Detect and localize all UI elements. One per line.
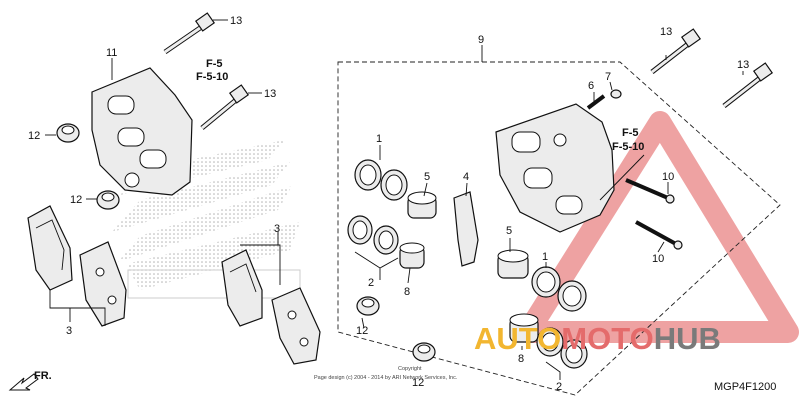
ref-f5: F-5 bbox=[206, 58, 223, 70]
brake-pad-mid-b bbox=[271, 287, 321, 365]
bolt-13-upper-right bbox=[650, 28, 702, 74]
pin-10-upper bbox=[625, 178, 675, 204]
seal-set-1 bbox=[354, 159, 408, 201]
callout-10: 10 bbox=[662, 171, 674, 183]
bleeder-cap-7 bbox=[610, 89, 622, 99]
front-direction-arrow: FR. bbox=[8, 370, 52, 391]
callout-12: 12 bbox=[70, 194, 82, 206]
callout-11: 11 bbox=[106, 47, 117, 59]
copyright-notice: Page design (c) 2004 - 2014 by ARI Netwo… bbox=[314, 375, 458, 381]
brake-pad-mid-a bbox=[221, 249, 263, 327]
right-caliper-body bbox=[495, 103, 615, 233]
callout-1: 1 bbox=[376, 133, 382, 145]
callout-3: 3 bbox=[66, 325, 72, 337]
piston-8-right bbox=[509, 313, 539, 343]
callout-12: 12 bbox=[356, 325, 368, 337]
ref-f5-10: F-5-10 bbox=[612, 141, 644, 153]
callout-4: 4 bbox=[463, 171, 469, 183]
callout-13: 13 bbox=[737, 59, 749, 71]
copyright-title: Copyright bbox=[398, 366, 422, 372]
left-caliper-body bbox=[91, 67, 193, 196]
callout-6: 6 bbox=[588, 80, 594, 92]
bolt-13-mid-left bbox=[200, 84, 250, 130]
callout-12: 12 bbox=[28, 130, 40, 142]
brake-pad-left-a bbox=[27, 205, 73, 291]
cap-12-center bbox=[356, 296, 380, 316]
bolt-13-upper-left bbox=[163, 12, 216, 55]
pin-10-lower bbox=[635, 220, 683, 250]
callout-5: 5 bbox=[424, 171, 430, 183]
seal-set-1-right bbox=[531, 266, 587, 312]
diagram-code: MGP4F1200 bbox=[714, 381, 776, 393]
bolt-13-right bbox=[722, 62, 774, 108]
callout-12: 12 bbox=[412, 377, 424, 389]
leader-lines bbox=[45, 19, 744, 350]
callout-10: 10 bbox=[652, 253, 664, 265]
cap-12-bottom bbox=[412, 342, 436, 362]
pad-spring-4 bbox=[453, 191, 479, 267]
bleeder-6 bbox=[586, 94, 606, 110]
callout-2: 2 bbox=[368, 277, 374, 289]
callout-13: 13 bbox=[264, 88, 276, 100]
ref-f5: F-5 bbox=[622, 127, 639, 139]
ref-f5-10: F-5-10 bbox=[196, 71, 228, 83]
callout-13: 13 bbox=[660, 26, 672, 38]
callout-5: 5 bbox=[506, 225, 512, 237]
callout-2: 2 bbox=[556, 381, 562, 393]
brake-pad-left-b bbox=[79, 241, 127, 327]
callout-8: 8 bbox=[404, 286, 410, 298]
piston-5-upper bbox=[407, 191, 437, 219]
callout-9: 9 bbox=[478, 34, 484, 46]
callout-1: 1 bbox=[542, 251, 548, 263]
callout-13: 13 bbox=[230, 15, 242, 27]
front-label: FR. bbox=[34, 370, 52, 382]
cap-12-left-upper bbox=[56, 123, 80, 143]
callout-7: 7 bbox=[605, 71, 611, 83]
watermark-logo: AUTOMOTOHUB bbox=[474, 321, 721, 356]
cap-12-left-lower bbox=[96, 190, 120, 210]
callout-8: 8 bbox=[518, 353, 524, 365]
seal-set-2-right bbox=[536, 327, 588, 369]
seal-set-2 bbox=[347, 215, 399, 255]
piston-5-right bbox=[497, 249, 529, 279]
callout-3: 3 bbox=[274, 223, 280, 235]
watermark-triangle bbox=[517, 111, 799, 343]
caliper-assembly-boundary bbox=[337, 61, 781, 396]
piston-8-left bbox=[399, 242, 425, 269]
